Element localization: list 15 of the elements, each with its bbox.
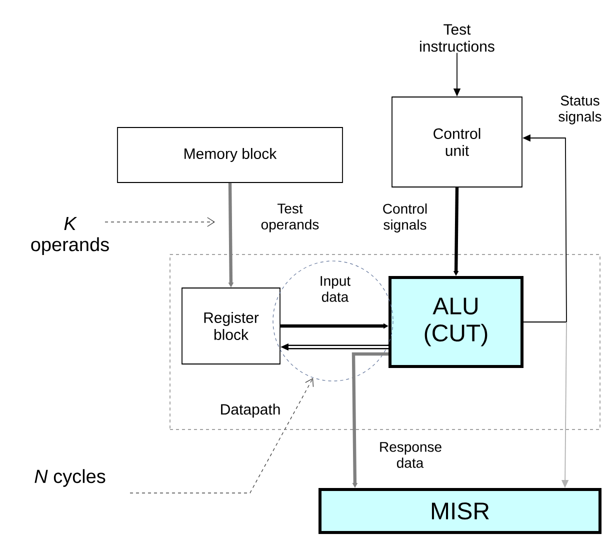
process-box: Control unit (392, 96, 522, 188)
text-label: Test instructions (420, 24, 494, 52)
text-label: N cycles (34, 469, 106, 487)
edge-label: Response data (378, 441, 442, 469)
edge-label: Input data (312, 275, 358, 303)
text-label: K operands (31, 217, 109, 255)
process-box: Register block (182, 288, 280, 364)
arrow (130, 378, 314, 494)
edge-label: Test operands (258, 202, 322, 234)
process-box: MISR (318, 488, 602, 534)
process-box: Memory block (117, 127, 343, 183)
arrow (104, 217, 215, 227)
process-box: ALU (CUT) (388, 276, 524, 368)
edge-label: Control signals (373, 202, 437, 234)
edge-label: Status signals (548, 94, 611, 126)
